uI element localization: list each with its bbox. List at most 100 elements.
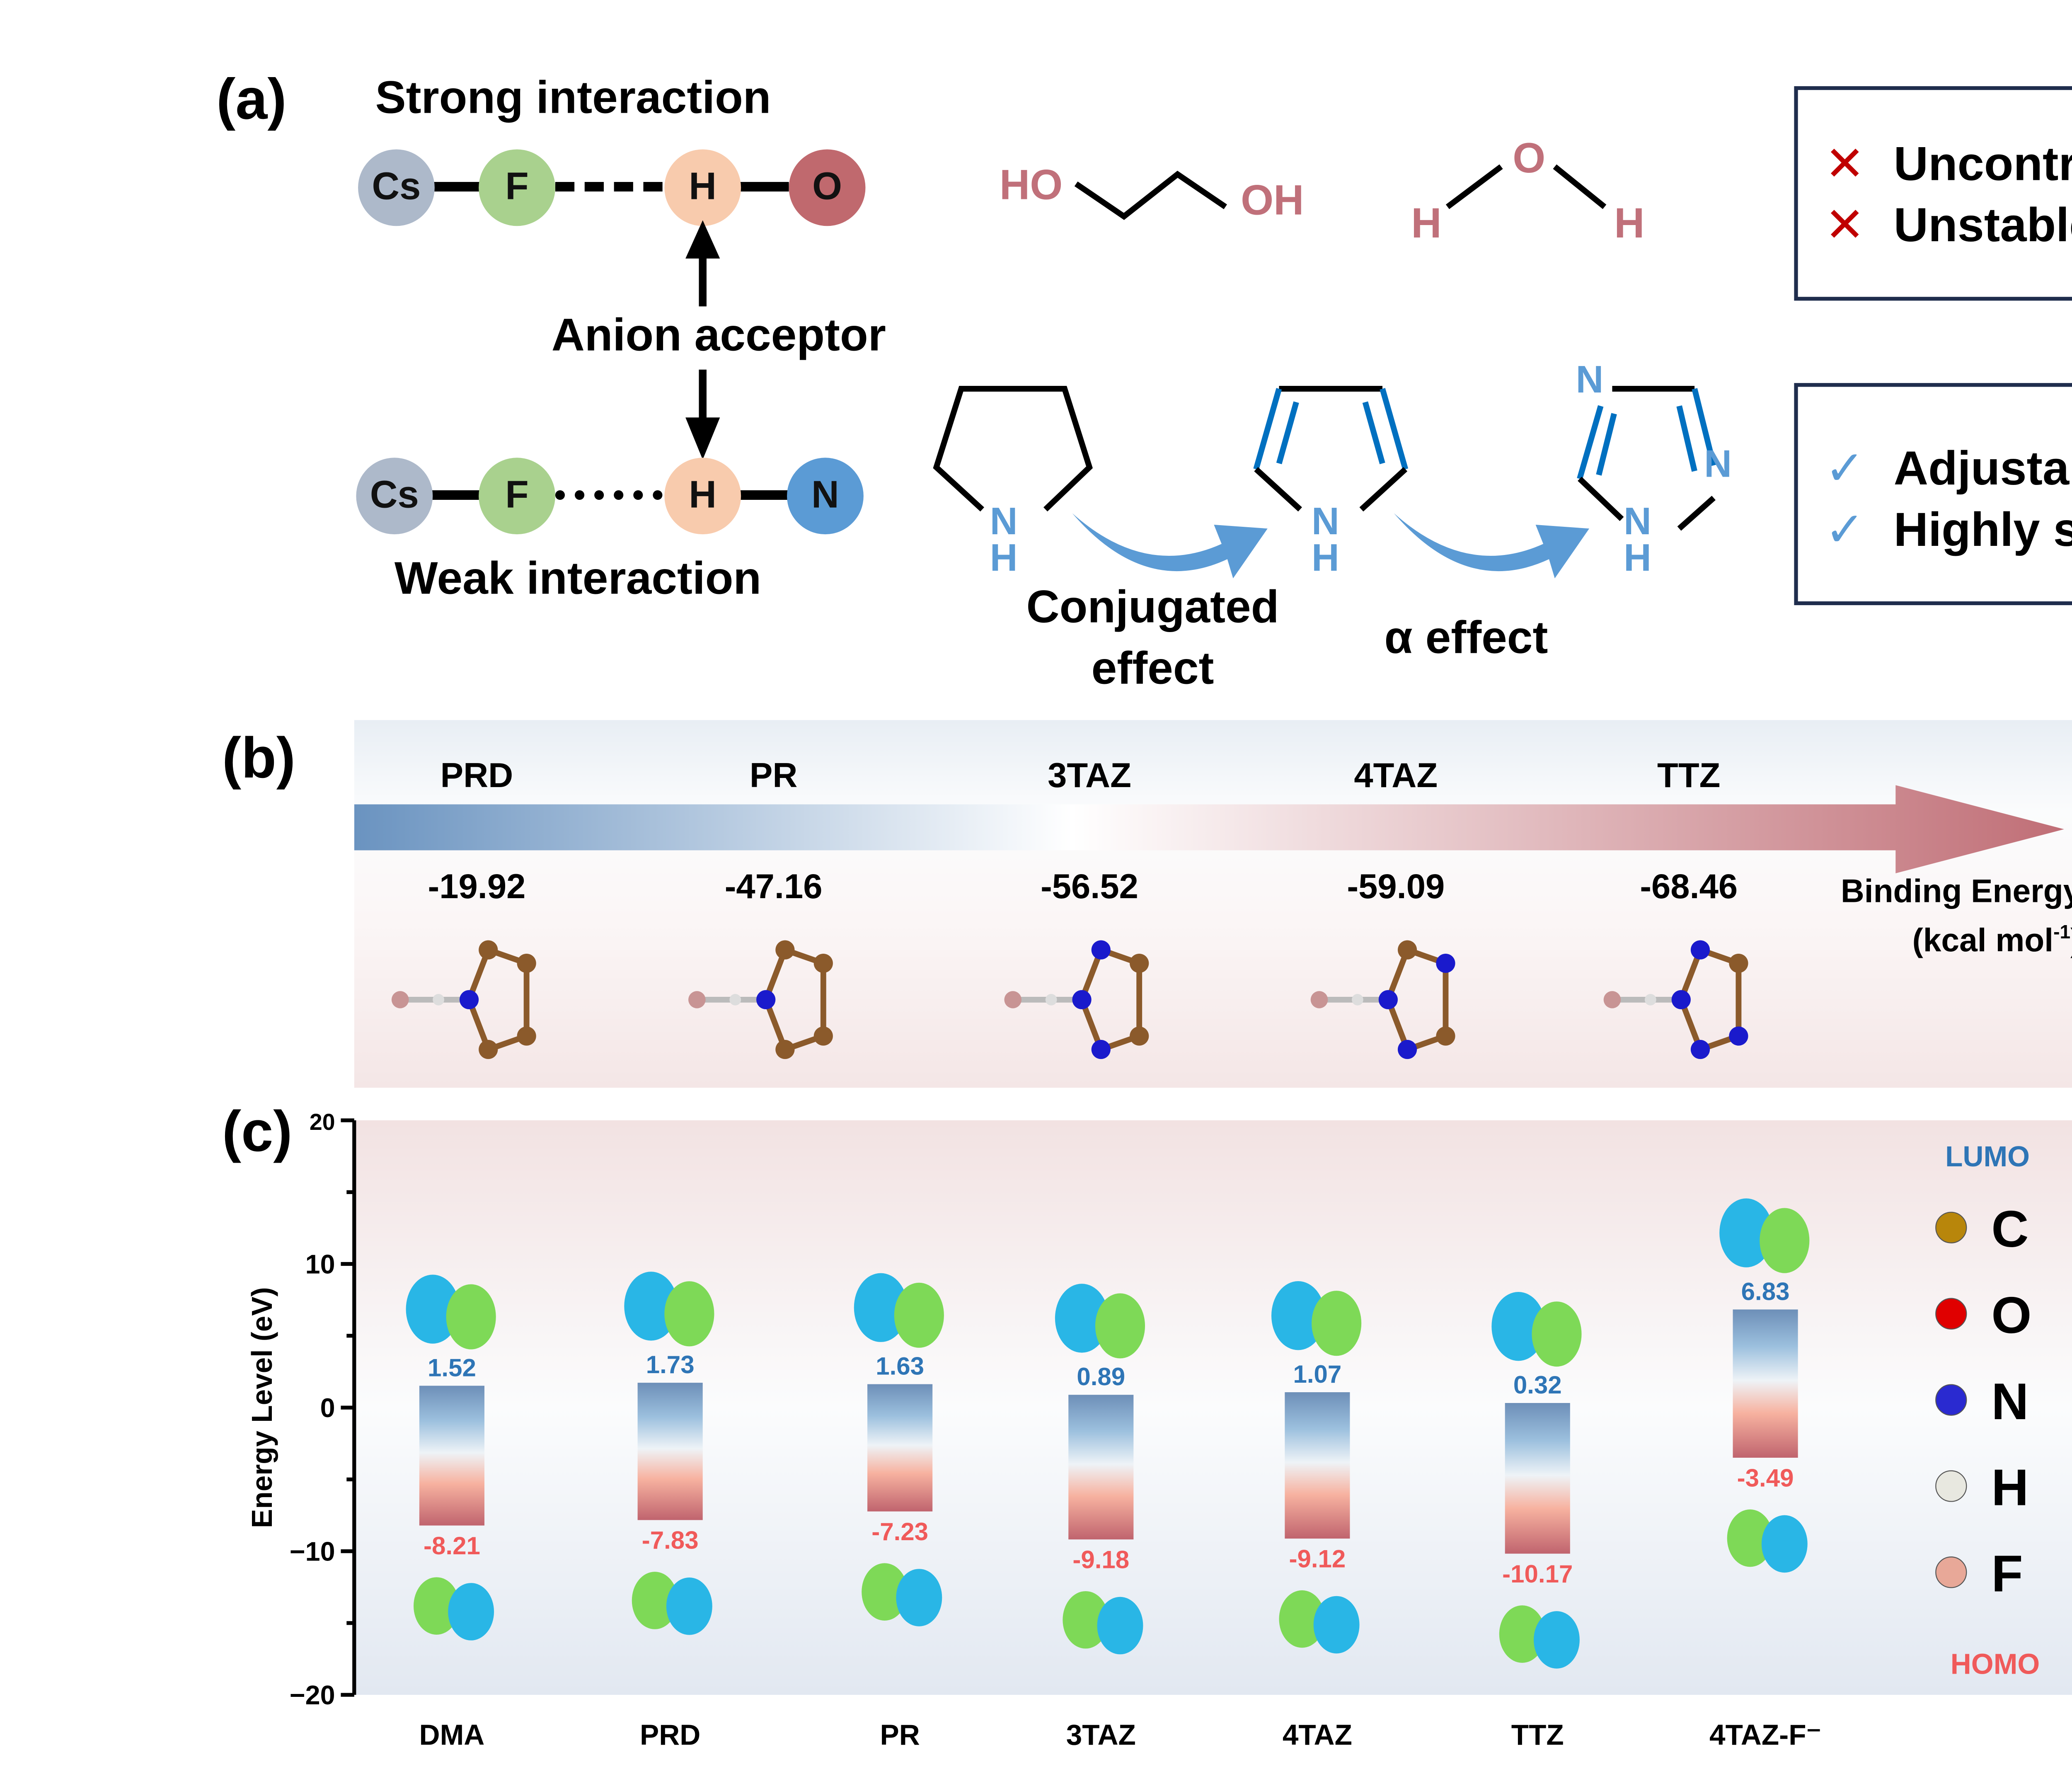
- homo-value-label: -9.12: [1289, 1545, 1346, 1573]
- lumo-orbital-lobe: [1055, 1284, 1109, 1353]
- homo-orbital-lobe: [896, 1569, 942, 1626]
- binding-energy-arrow: [354, 785, 2064, 873]
- cross-icon: ✕: [1825, 138, 1865, 192]
- homo-lumo-gap-bar: [867, 1384, 933, 1512]
- unit-close: ): [2070, 922, 2072, 959]
- ring-atom: [1436, 1026, 1455, 1046]
- homo-orbital-lobe: [1534, 1611, 1580, 1669]
- panel-b-complex-structures: [391, 940, 1748, 1059]
- h-label: H: [1624, 538, 1651, 581]
- nitrogen-atom: [1671, 990, 1691, 1010]
- anion-acceptor-label: Anion acceptor: [551, 310, 886, 362]
- molecule-name-label: TTZ: [1657, 756, 1721, 795]
- check-icon: ✓: [1825, 504, 1865, 557]
- water-h2-label: H: [1614, 199, 1645, 247]
- oh-bond: [1553, 164, 1607, 209]
- lumo-orbital-lobe: [1271, 1281, 1325, 1350]
- complex-structure: [1310, 940, 1455, 1059]
- bond: [433, 182, 483, 192]
- cons-text: Uncontrollable dissociation ability: [1893, 138, 2072, 192]
- homo-orbital-lobe: [1761, 1515, 1808, 1573]
- lumo-value-label: 1.52: [428, 1354, 476, 1381]
- atom-f: F: [479, 458, 555, 535]
- lumo-orbital-lobe: [1095, 1293, 1145, 1359]
- ring-atom: [1091, 1040, 1111, 1059]
- ring-atom: [1130, 954, 1149, 973]
- effect-text: effect: [1091, 643, 1214, 695]
- hydrogen-atom: [1645, 994, 1656, 1006]
- lumo-orbital-lobe: [854, 1273, 908, 1342]
- curved-arrow-icon: [1394, 513, 1590, 579]
- molecule-name-label: 4TAZ: [1354, 756, 1438, 795]
- triazole-ring: [1577, 386, 1717, 531]
- triazole-nh: N H: [1624, 502, 1651, 581]
- y-tick-label: 10: [305, 1249, 335, 1279]
- n-label: N: [1624, 502, 1651, 544]
- hydrogen-bond-dashed: [555, 182, 663, 192]
- lumo-orbital-lobe: [1760, 1208, 1810, 1273]
- atom-cs: Cs: [358, 149, 435, 226]
- bond: [1254, 467, 1302, 512]
- homo-orbital-lobe: [862, 1563, 908, 1621]
- homo-orbital-lobe: [1063, 1591, 1109, 1649]
- conjugated-effect-label: Conjugated effect: [1005, 578, 1300, 701]
- conjugation-arrow: [1072, 513, 1268, 579]
- ring-atom: [479, 940, 498, 960]
- legend-element-symbol: O: [1991, 1287, 2031, 1344]
- arrow-up-head: [685, 220, 720, 259]
- homo-orbital-lobe: [632, 1572, 678, 1629]
- bond: [739, 182, 789, 192]
- homo-lumo-gap-bar: [419, 1386, 484, 1526]
- atom-h: H: [664, 149, 741, 226]
- homo-orbital-lobe: [1279, 1590, 1325, 1648]
- lumo-orbital-lobe: [1532, 1301, 1582, 1367]
- bond: [1359, 467, 1408, 512]
- binding-energy-value: -56.52: [1041, 867, 1138, 906]
- pros-box: ✓Adjustable dissociation ability ✓Highly…: [1794, 383, 2072, 606]
- pyrrole-nh: N H: [1312, 504, 1339, 579]
- ring-atom: [775, 1040, 795, 1059]
- category-group: 1.07-9.12: [1271, 1281, 1362, 1654]
- lumo-orbital-lobe: [1719, 1198, 1773, 1267]
- binding-energy-unit: (kcal mol-1): [1794, 914, 2072, 963]
- atom-o: O: [789, 149, 866, 226]
- binding-energy-text: Binding Energy: [1841, 873, 2072, 910]
- y-tick-label: −10: [290, 1536, 335, 1567]
- double-bond: [1380, 388, 1409, 470]
- ring-atom: [1130, 1026, 1149, 1046]
- plot-background: [354, 1120, 2072, 1695]
- cons-line: ✕ Uncontrollable dissociation ability: [1825, 136, 2072, 194]
- homo-lumo-gap-bar: [1733, 1309, 1798, 1458]
- atom-f: F: [479, 149, 555, 226]
- bond: [739, 490, 789, 500]
- nitrogen-atom: [1072, 990, 1092, 1010]
- y-axis-label: Energy Level (eV): [246, 1287, 278, 1528]
- lumo-orbital-lobe: [1491, 1292, 1545, 1361]
- double-bond: [1577, 405, 1604, 480]
- hydrogen-atom: [433, 994, 444, 1006]
- homo-lumo-gap-bar: [637, 1383, 703, 1520]
- atom-cs: Cs: [356, 458, 433, 535]
- fluorine-atom: [1004, 991, 1022, 1008]
- double-bond: [1253, 388, 1282, 470]
- legend-element-ball: [1935, 1556, 1967, 1588]
- legend-element-ball: [1935, 1298, 1967, 1330]
- curved-arrow-icon: [1072, 513, 1268, 579]
- lumo-value-label: 6.83: [1741, 1277, 1790, 1305]
- hydrogen-bond-dotted: [555, 490, 663, 500]
- homo-orbital-lobe: [1499, 1605, 1545, 1663]
- lumo-value-label: 0.32: [1513, 1371, 1562, 1399]
- legend-element-ball: [1935, 1384, 1967, 1416]
- panel-b-label: (b): [222, 727, 296, 791]
- lumo-orbital-lobe: [446, 1284, 496, 1350]
- complex-structure: [1004, 940, 1149, 1059]
- homo-orbital-lobe: [1097, 1597, 1143, 1655]
- pyrrole-ring: [1253, 386, 1409, 512]
- fluorine-atom: [1310, 991, 1328, 1008]
- pyrrolidine-nh: N H: [990, 504, 1018, 579]
- x-category-label: 3TAZ: [1066, 1718, 1136, 1751]
- atom-h: H: [664, 458, 741, 535]
- cross-icon: ✕: [1825, 199, 1865, 253]
- x-category-label: PR: [880, 1718, 920, 1751]
